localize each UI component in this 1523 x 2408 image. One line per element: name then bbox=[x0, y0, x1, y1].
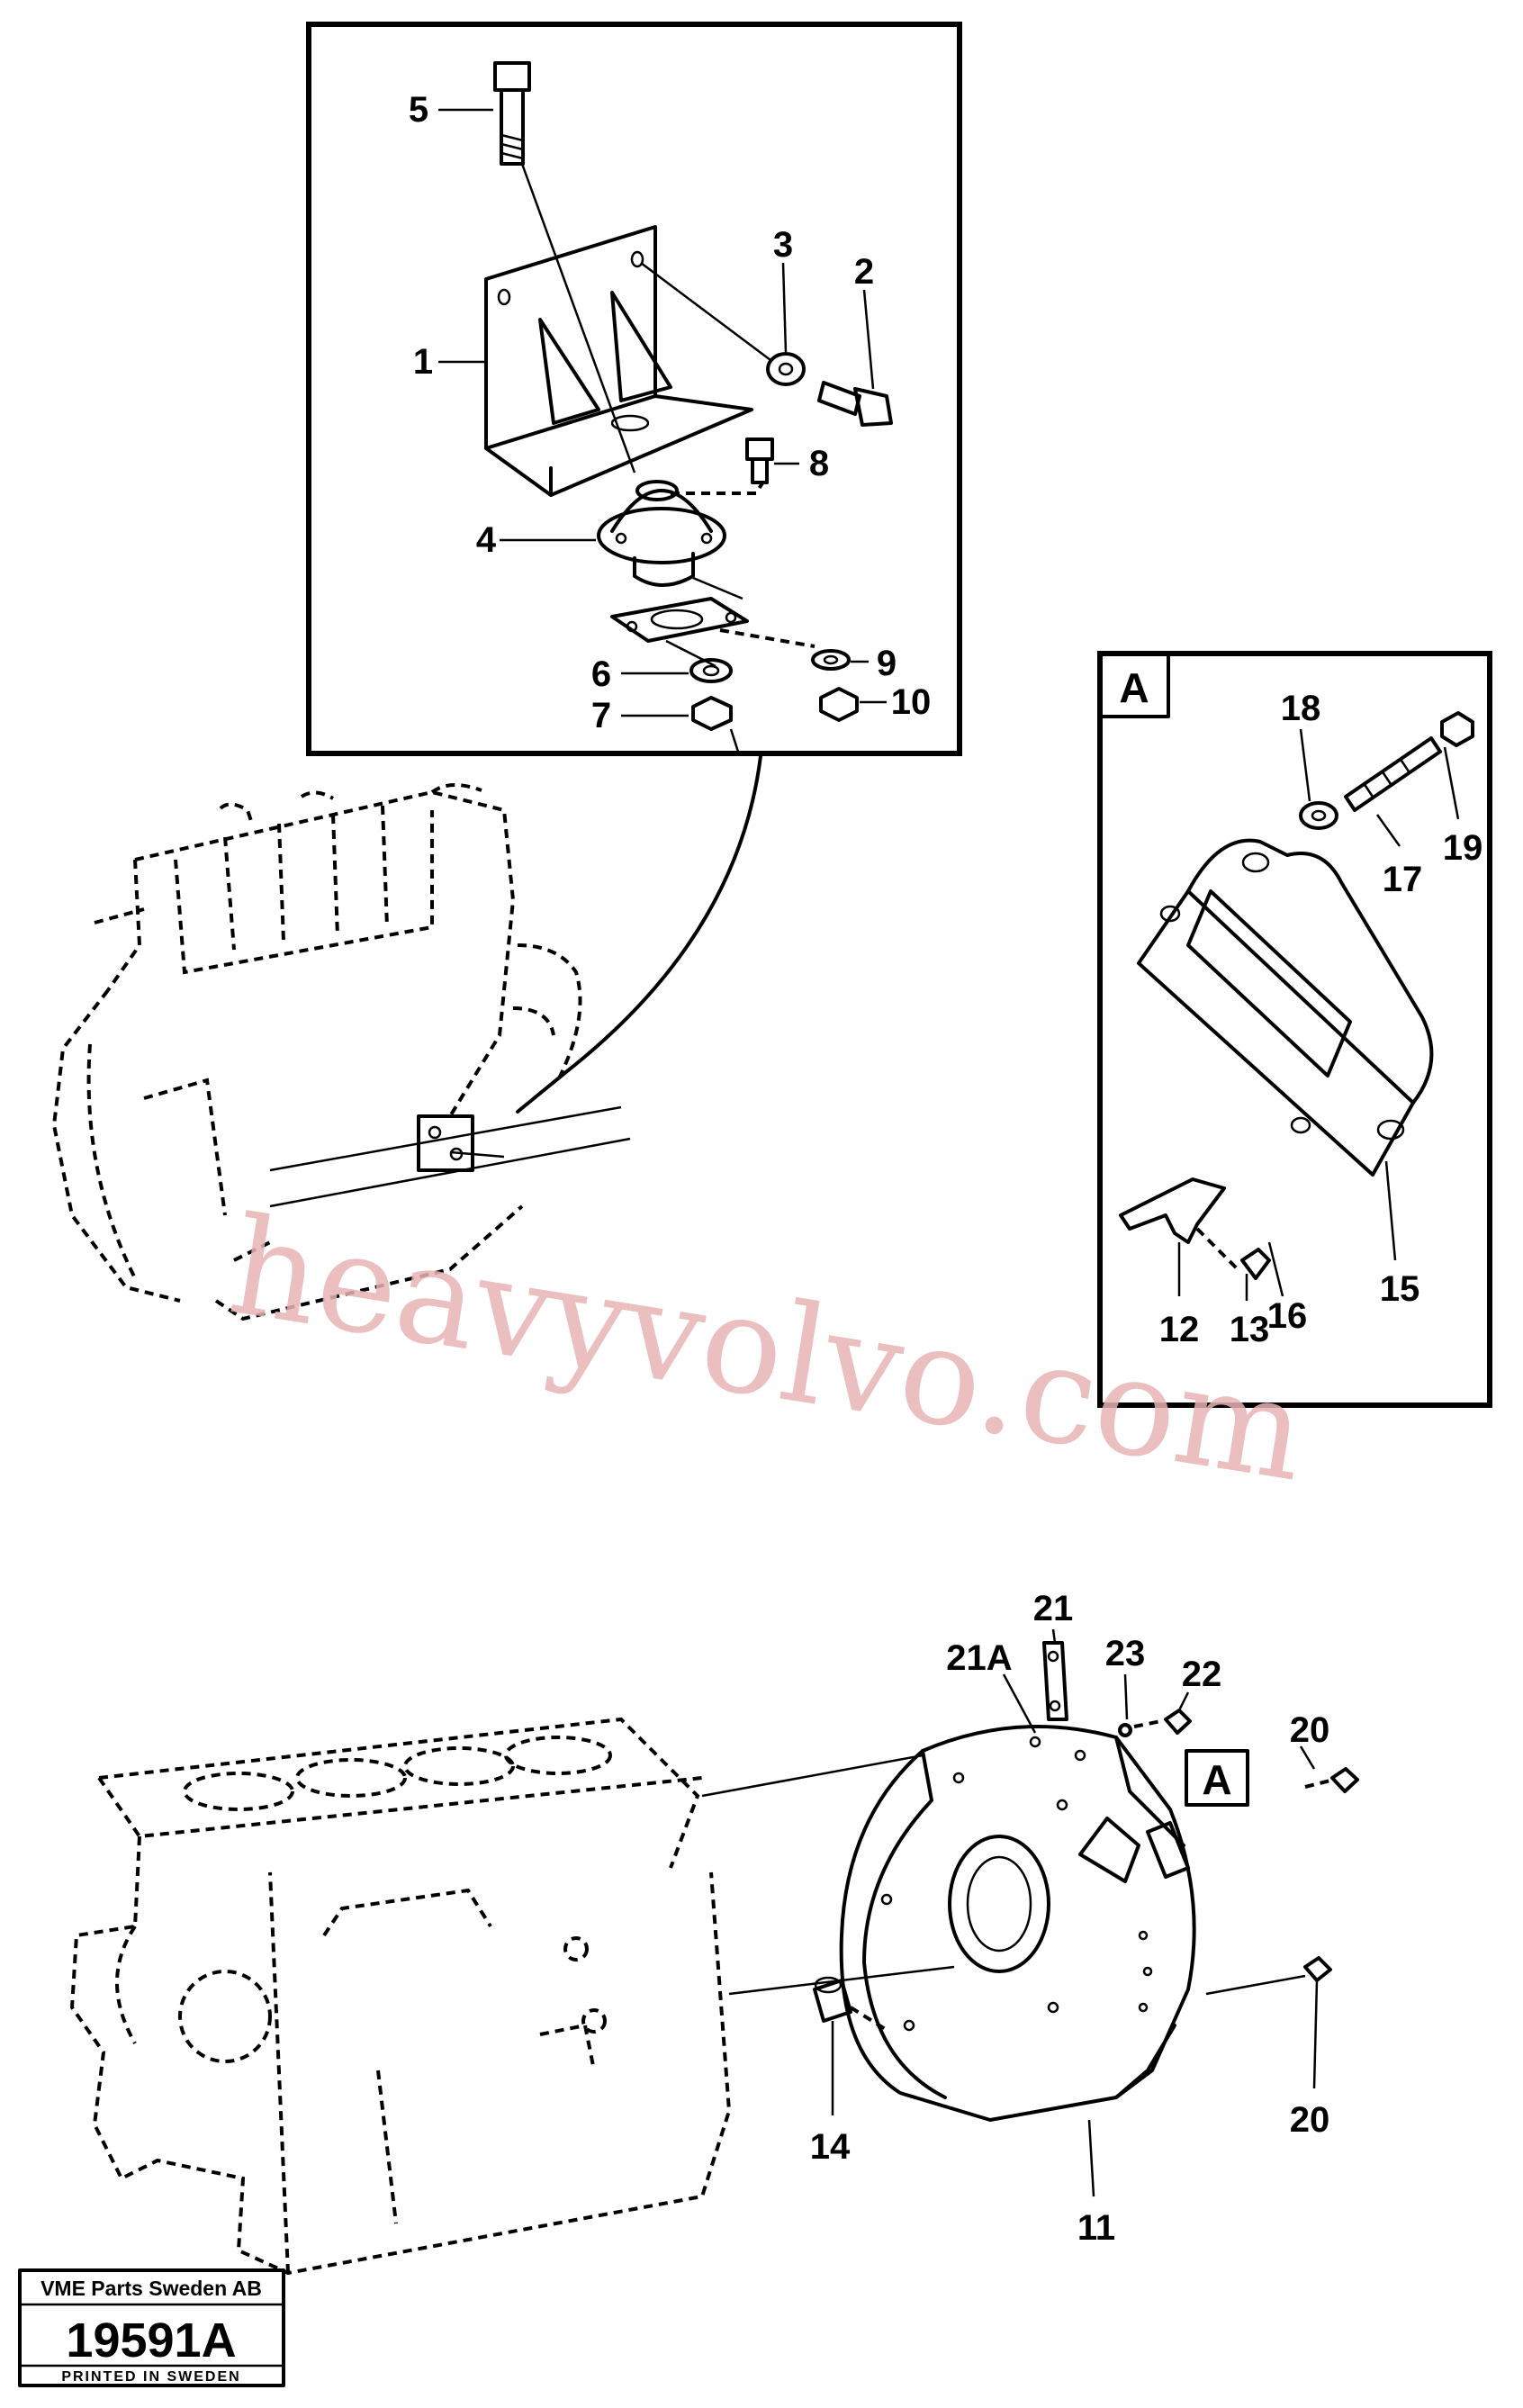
nut-7 bbox=[691, 696, 733, 731]
screw-20-top bbox=[1330, 1767, 1359, 1793]
engine-mount-frame bbox=[306, 22, 962, 756]
lifting-eye-21 bbox=[1042, 1641, 1068, 1721]
nut-10 bbox=[819, 687, 859, 722]
callout-6: 6 bbox=[591, 654, 611, 694]
rubber-mount bbox=[597, 480, 726, 587]
stamp-block: VME Parts Sweden AB 19591A PRINTED IN SW… bbox=[18, 2268, 285, 2387]
stud-17 bbox=[1344, 736, 1442, 812]
callout-7: 7 bbox=[591, 696, 611, 735]
callout-21: 21 bbox=[1033, 1589, 1074, 1628]
callout-3: 3 bbox=[773, 225, 793, 265]
detail-a-label-box bbox=[1098, 652, 1170, 718]
stamp-printed: PRINTED IN SWEDEN bbox=[61, 2369, 240, 2385]
mount-bolt bbox=[493, 61, 531, 166]
stamp-company: VME Parts Sweden AB bbox=[41, 2277, 262, 2300]
screw-22 bbox=[1164, 1709, 1192, 1735]
damper-15 bbox=[1137, 838, 1434, 1177]
watermark-text: heavyvolvo.com bbox=[221, 1188, 1315, 1512]
screw-8 bbox=[745, 437, 774, 484]
engine-bracket-mount bbox=[417, 1114, 474, 1172]
washer-9 bbox=[811, 649, 851, 671]
callout-2: 2 bbox=[854, 252, 874, 292]
washer-23 bbox=[1118, 1723, 1132, 1737]
callout-21a: 21A bbox=[946, 1638, 1012, 1678]
washer-3 bbox=[766, 352, 806, 386]
callout-22: 22 bbox=[1182, 1655, 1222, 1694]
engine-mount-detail bbox=[306, 22, 962, 756]
callout-5: 5 bbox=[409, 90, 428, 130]
stamp-number: 19591A bbox=[66, 2313, 236, 2367]
callout-16: 16 bbox=[1267, 1296, 1308, 1336]
detail-a-label: A bbox=[1119, 664, 1149, 711]
bottom-leaders bbox=[831, 1628, 1319, 2197]
callout-8: 8 bbox=[809, 444, 829, 483]
callout-14: 14 bbox=[810, 2127, 851, 2167]
plug-14 bbox=[813, 1979, 852, 2023]
engine-block-lines bbox=[269, 1105, 631, 1208]
housing-ref-box bbox=[1185, 1749, 1249, 1807]
nut-19 bbox=[1440, 711, 1474, 747]
callout-13: 13 bbox=[1230, 1310, 1270, 1349]
bolt-2 bbox=[817, 381, 893, 427]
inspection-cover bbox=[1146, 1821, 1190, 1879]
screw-13 bbox=[1240, 1248, 1271, 1280]
callout-labels: 1 2 3 4 5 6 7 8 9 10 11 12 13 14 15 16 1… bbox=[409, 90, 1482, 2248]
washer-18 bbox=[1299, 801, 1338, 830]
callout-12: 12 bbox=[1159, 1310, 1200, 1349]
screw-20-bottom bbox=[1303, 1956, 1332, 1982]
callout-4: 4 bbox=[476, 520, 497, 560]
callout-17: 17 bbox=[1383, 860, 1423, 899]
callout-9: 9 bbox=[877, 644, 897, 683]
callout-1: 1 bbox=[413, 342, 433, 382]
washer-6 bbox=[689, 658, 733, 683]
detail-a-frame bbox=[1097, 651, 1492, 1408]
callout-18: 18 bbox=[1281, 689, 1321, 728]
callout-10: 10 bbox=[891, 682, 932, 722]
callout-11: 11 bbox=[1077, 2208, 1115, 2248]
engine-block-bottom bbox=[69, 1717, 732, 2276]
bracket-12 bbox=[1119, 1177, 1226, 1244]
crankshaft-opening bbox=[948, 1835, 1050, 1973]
detail-leader-curve bbox=[516, 754, 762, 1114]
detail-a: A bbox=[1097, 651, 1492, 1408]
callout-23: 23 bbox=[1105, 1634, 1146, 1673]
callout-20-bottom: 20 bbox=[1290, 2100, 1330, 2140]
housing-ref-label: A bbox=[1202, 1756, 1231, 1803]
mount-plate bbox=[610, 597, 749, 643]
callout-20-top: 20 bbox=[1290, 1710, 1330, 1750]
callout-19: 19 bbox=[1443, 828, 1483, 868]
mount-bracket bbox=[484, 225, 753, 497]
engine-outline bbox=[51, 783, 582, 1321]
callout-15: 15 bbox=[1380, 1269, 1420, 1309]
flywheel-housing bbox=[813, 1641, 1359, 2122]
